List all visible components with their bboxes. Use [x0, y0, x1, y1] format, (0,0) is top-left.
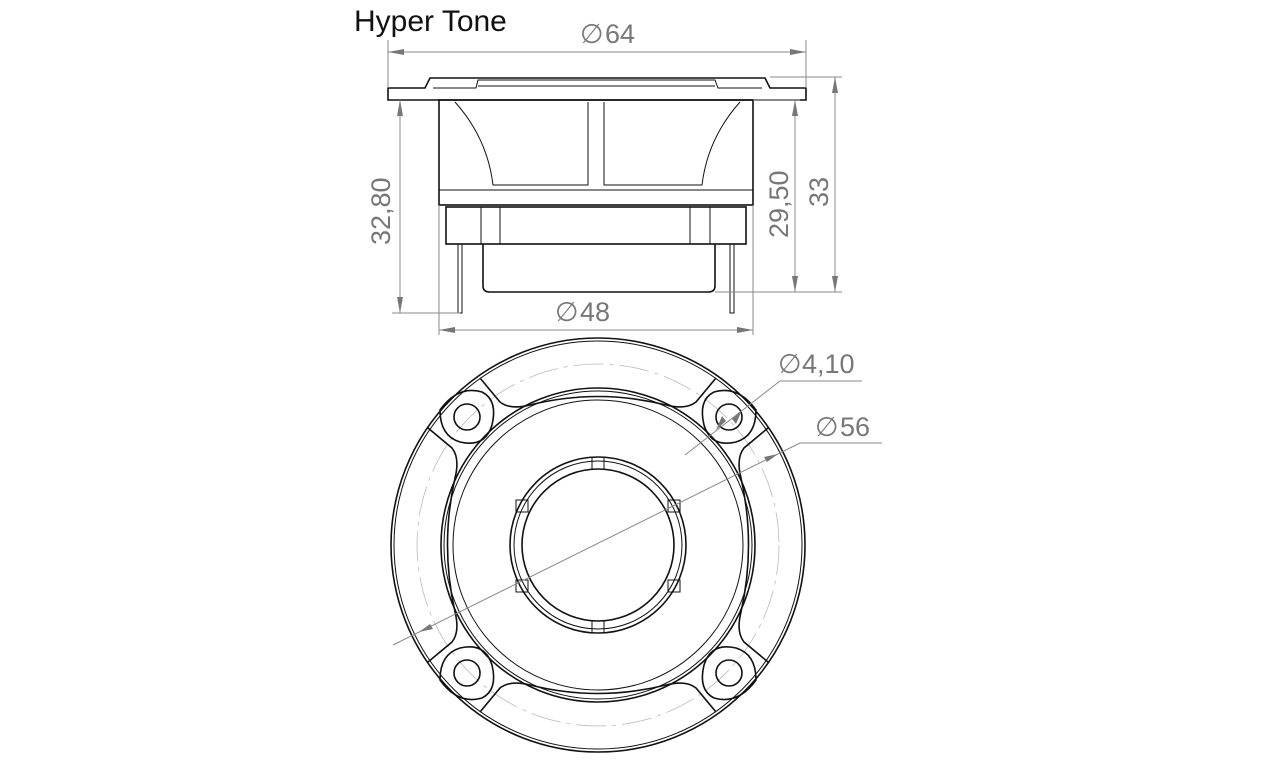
- dim-height-left: 32,80: [366, 177, 396, 245]
- dim-hole-diameter-symbol: ∅: [778, 349, 802, 379]
- side-view: [387, 77, 807, 314]
- front-dimensions: ∅ 4,10 ∅ 56: [392, 349, 882, 646]
- drawing-title: Hyper Tone: [354, 5, 507, 38]
- front-view: [390, 337, 806, 753]
- dim-hole-diameter: 4,10: [802, 349, 855, 379]
- dim-height-mid: 29,50: [764, 170, 794, 238]
- dim-magnet-diameter: 48: [580, 297, 610, 327]
- side-dimensions: ∅ 64 ∅ 48 32,80 29,50 33: [366, 19, 842, 335]
- dim-height-total: 33: [804, 177, 834, 207]
- dim-outer-diameter-symbol: ∅: [580, 19, 604, 49]
- dim-outer-diameter: 64: [605, 19, 635, 49]
- dim-magnet-diameter-symbol: ∅: [555, 297, 579, 327]
- dim-mount-circle-symbol: ∅: [815, 412, 839, 442]
- dim-mount-circle: 56: [840, 412, 870, 442]
